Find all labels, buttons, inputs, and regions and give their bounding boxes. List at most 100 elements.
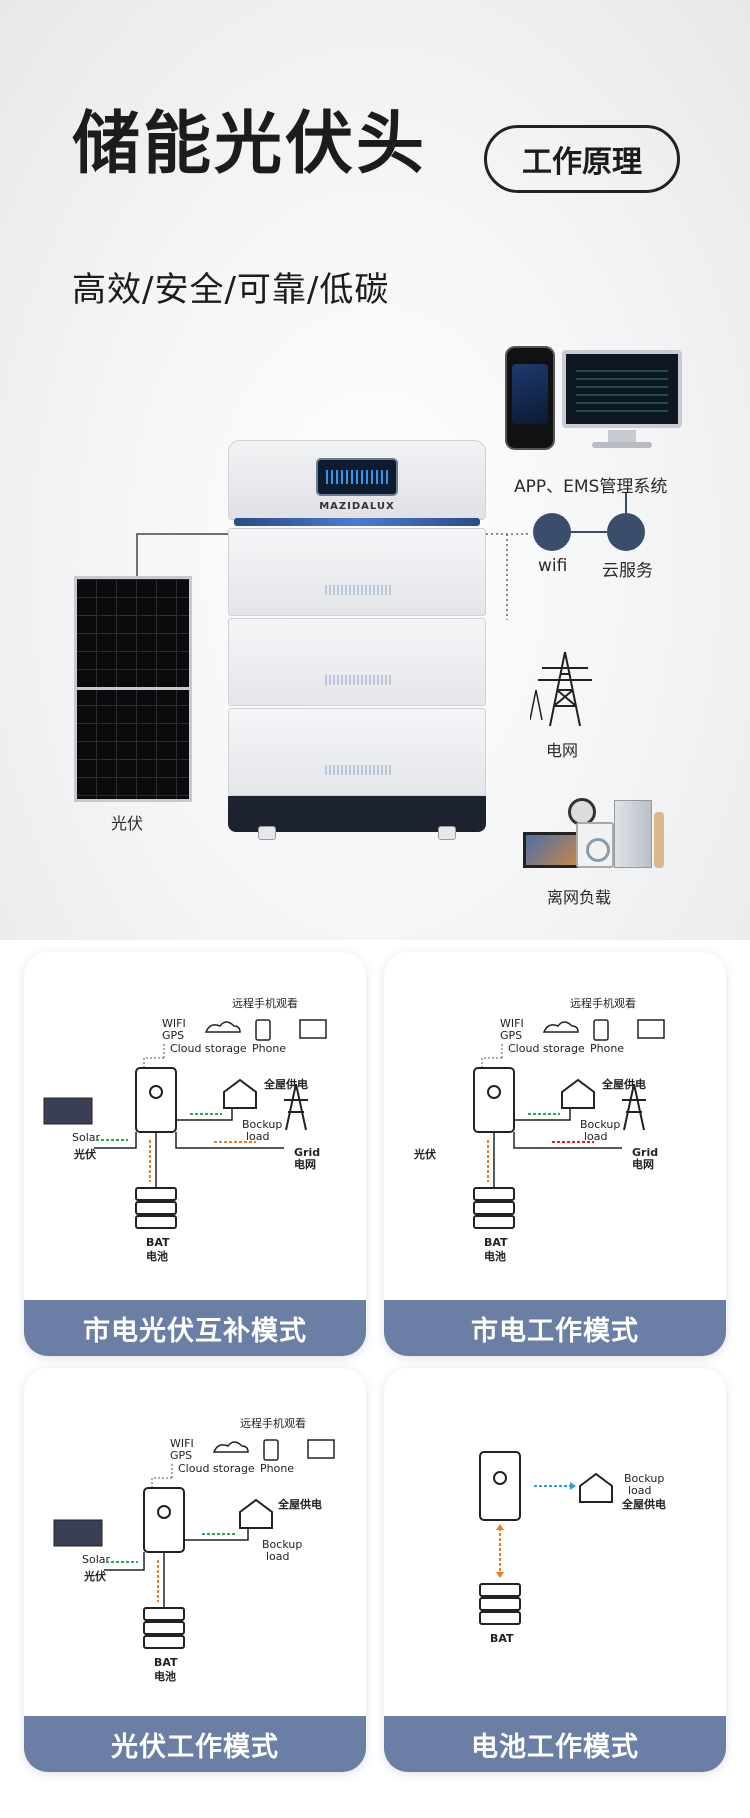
monitor-icon — [307, 1439, 335, 1459]
inverter-icon — [473, 1067, 515, 1133]
mode-label: 市电工作模式 — [384, 1300, 726, 1356]
ems-label: APP、EMS管理系统 — [514, 477, 668, 497]
whole-house-label: 全屋供电 — [263, 1077, 308, 1091]
remote-label: 远程手机观看 — [240, 1416, 306, 1430]
pv-label: 光伏 — [413, 1147, 436, 1161]
house-icon — [239, 1498, 273, 1529]
monitor-icon — [637, 1019, 665, 1039]
inverter-icon — [135, 1067, 177, 1133]
mode-label: 市电光伏互补模式 — [24, 1300, 366, 1356]
grid-tower-icon — [284, 1083, 308, 1131]
bat-label: BAT — [146, 1236, 170, 1249]
bat-label: BAT — [490, 1632, 514, 1645]
cloud-icon — [204, 1021, 241, 1033]
mode-card-grid[interactable]: 远程手机观看 WIFI GPS Cloud storage Phone 光伏 全… — [384, 952, 726, 1356]
mode-card-battery[interactable]: Bockup load 全屋供电 BAT 电池工作模式 — [384, 1368, 726, 1772]
backup-label: Bockup — [624, 1472, 664, 1485]
whole-house-label: 全屋供电 — [601, 1077, 646, 1091]
monitor-icon — [299, 1019, 327, 1039]
solar-label: Solar — [72, 1131, 101, 1144]
battery-module — [228, 528, 486, 616]
ems-monitor-image — [562, 350, 682, 428]
wheel — [438, 826, 456, 840]
phone-label: Phone — [252, 1042, 286, 1055]
fridge-icon — [614, 800, 652, 868]
cabinet-brand: MAZIDALUX — [319, 501, 395, 512]
phone-app-image — [505, 346, 555, 450]
battery-module — [228, 618, 486, 706]
solar-icon — [53, 1519, 103, 1547]
page-subtitle: 高效/安全/可靠/低碳 — [72, 270, 390, 310]
wheel — [258, 826, 276, 840]
tv-icon — [523, 832, 579, 868]
backup-label: Bockup — [242, 1118, 282, 1131]
mode-card-hybrid[interactable]: 远程手机观看 WIFI GPS Cloud storage Phone Sola… — [24, 952, 366, 1356]
cloud-icon — [212, 1441, 249, 1453]
washer-icon — [576, 822, 614, 868]
phone-icon — [263, 1439, 279, 1461]
gps-label: GPS — [162, 1029, 184, 1042]
grid-tower-icon — [622, 1083, 646, 1131]
battery-icon — [143, 1607, 185, 1621]
solar-label: Solar — [82, 1553, 111, 1566]
bat-cn-label: 电池 — [146, 1249, 168, 1263]
cloud-icon — [542, 1021, 579, 1033]
cabinet-display — [316, 458, 398, 496]
hero-section: 储能光伏头 工作原理 高效/安全/可靠/低碳 APP、EMS管理系统 wifi … — [0, 0, 750, 940]
cloud-service-label: 云服务 — [602, 561, 653, 581]
load-label: load — [628, 1484, 652, 1497]
battery-icon — [479, 1583, 521, 1597]
remote-label: 远程手机观看 — [570, 996, 636, 1010]
phone-icon — [255, 1019, 271, 1041]
pv-label: 光伏 — [111, 814, 144, 833]
house-icon — [561, 1078, 595, 1109]
monitor-foot — [592, 442, 652, 448]
monitor-stand — [608, 430, 636, 442]
bat-label: BAT — [154, 1656, 178, 1669]
working-principle-button[interactable]: 工作原理 — [484, 125, 680, 193]
mode-label: 光伏工作模式 — [24, 1716, 366, 1772]
house-icon — [579, 1472, 613, 1503]
bat-cn-label: 电池 — [484, 1249, 506, 1263]
load-label: load — [266, 1550, 290, 1563]
hybrid-mode-diagram: 远程手机观看 WIFI GPS Cloud storage Phone Sola… — [43, 996, 327, 1263]
pv-label: 光伏 — [73, 1147, 96, 1161]
bat-cn-label: 电池 — [154, 1669, 176, 1683]
grid-mode-diagram: 远程手机观看 WIFI GPS Cloud storage Phone 光伏 全… — [413, 996, 665, 1263]
grid-en-label: Grid — [294, 1146, 320, 1159]
wifi-node — [533, 513, 571, 551]
solar-icon — [43, 1097, 93, 1125]
pv-label: 光伏 — [83, 1569, 106, 1583]
mode-card-pv[interactable]: 远程手机观看 WIFI GPS Cloud storage Phone Sola… — [24, 1368, 366, 1772]
load-label: load — [246, 1130, 270, 1143]
page-title: 储能光伏头 — [72, 105, 428, 184]
cloud-storage-label: Cloud storage — [170, 1042, 247, 1055]
inverter-icon — [143, 1487, 185, 1553]
backup-label: Bockup — [580, 1118, 620, 1131]
battery-icon — [135, 1187, 177, 1201]
cloud-storage-label: Cloud storage — [508, 1042, 585, 1055]
grid-cn-label: 电网 — [632, 1157, 654, 1171]
cabinet-light-strip — [234, 518, 480, 526]
phone-label: Phone — [590, 1042, 624, 1055]
grid-label: 电网 — [546, 741, 579, 760]
heater-icon — [654, 812, 664, 868]
phone-icon — [593, 1019, 609, 1041]
battery-mode-diagram: Bockup load 全屋供电 BAT — [479, 1451, 666, 1645]
grid-en-label: Grid — [632, 1146, 658, 1159]
cloud-node — [607, 513, 645, 551]
connection-lines — [136, 492, 627, 620]
power-tower-icon — [530, 651, 592, 727]
grid-cn-label: 电网 — [294, 1157, 316, 1171]
whole-house-label: 全屋供电 — [277, 1497, 322, 1511]
wifi-label: WIFI — [162, 1017, 186, 1030]
phone-label: Phone — [260, 1462, 294, 1475]
battery-icon — [473, 1187, 515, 1201]
cloud-storage-label: Cloud storage — [178, 1462, 255, 1475]
offgrid-load-label: 离网负载 — [547, 888, 612, 907]
inverter-icon — [479, 1451, 521, 1521]
house-icon — [223, 1078, 257, 1109]
bat-label: BAT — [484, 1236, 508, 1249]
wifi-label: WIFI — [170, 1437, 194, 1450]
gps-label: GPS — [500, 1029, 522, 1042]
